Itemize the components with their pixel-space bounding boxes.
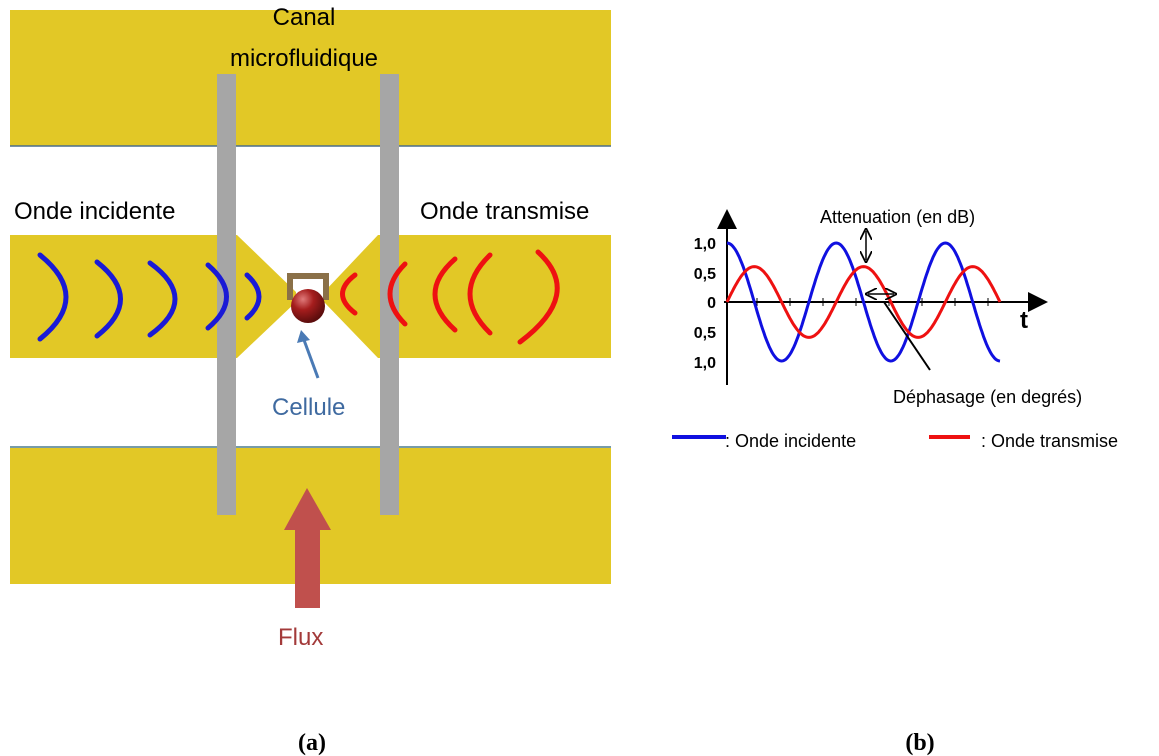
transmitted-wave-1 — [340, 272, 358, 316]
transmitted-waves — [340, 249, 560, 345]
cell-pointer-arrow-icon — [297, 330, 320, 379]
legend-label-transmitted: : Onde transmise — [981, 431, 1118, 451]
transmitted-wave-label: Onde transmise — [420, 198, 589, 225]
incident-wave-4 — [205, 262, 229, 331]
flux-arrow-icon — [284, 488, 331, 608]
incident-wave-3 — [147, 260, 178, 338]
middle-electrode-right — [324, 235, 611, 358]
x-axis-label: t — [1020, 307, 1028, 334]
transmitted-wave-3 — [432, 256, 458, 333]
transmitted-wave-4 — [467, 252, 493, 336]
series-layer — [725, 241, 1002, 363]
y-tick-label: 1,0 — [694, 355, 716, 372]
phase-annotation: Déphasage (en degrés) — [893, 387, 1082, 407]
y-tick-label: 1,0 — [694, 236, 716, 253]
top-electrode — [10, 10, 611, 146]
caption-a: (a) — [298, 730, 326, 756]
middle-electrode — [10, 235, 296, 358]
panel-b: 1,0 0,5 0 0,5 1,0 t Attenuation (en dB) … — [672, 207, 1118, 756]
flux-label: Flux — [278, 624, 323, 651]
incident-waves — [37, 252, 262, 342]
incident-wave-2 — [94, 259, 123, 339]
cell-icon — [291, 289, 325, 323]
incident-wave-1 — [37, 252, 69, 342]
legend: : Onde incidente : Onde transmise — [672, 431, 1118, 451]
caption-b: (b) — [905, 730, 934, 756]
transmitted-wave-5 — [517, 249, 560, 345]
transmitted-wave-2 — [387, 261, 408, 327]
attenuation-annotation: Attenuation (en dB) — [820, 207, 975, 227]
incident-wave-label: Onde incidente — [14, 198, 175, 225]
canal-label-2: microfluidique — [230, 45, 378, 72]
sensor-bracket-icon — [287, 273, 329, 300]
panel-a: Canal microfluidique Onde incidente Onde… — [10, 4, 611, 756]
phase-pointer-line — [883, 301, 931, 371]
y-tick-label: 0,5 — [694, 266, 716, 283]
series-line-transmitted — [725, 265, 1002, 339]
cell-label: Cellule — [272, 394, 345, 421]
series-line-incident — [726, 241, 1001, 363]
incident-wave-5 — [244, 272, 262, 321]
legend-label-incident: : Onde incidente — [725, 431, 856, 451]
canal-label: Canal — [273, 4, 336, 31]
y-tick-label: 0 — [707, 295, 716, 312]
y-tick-label: 0,5 — [694, 325, 716, 342]
